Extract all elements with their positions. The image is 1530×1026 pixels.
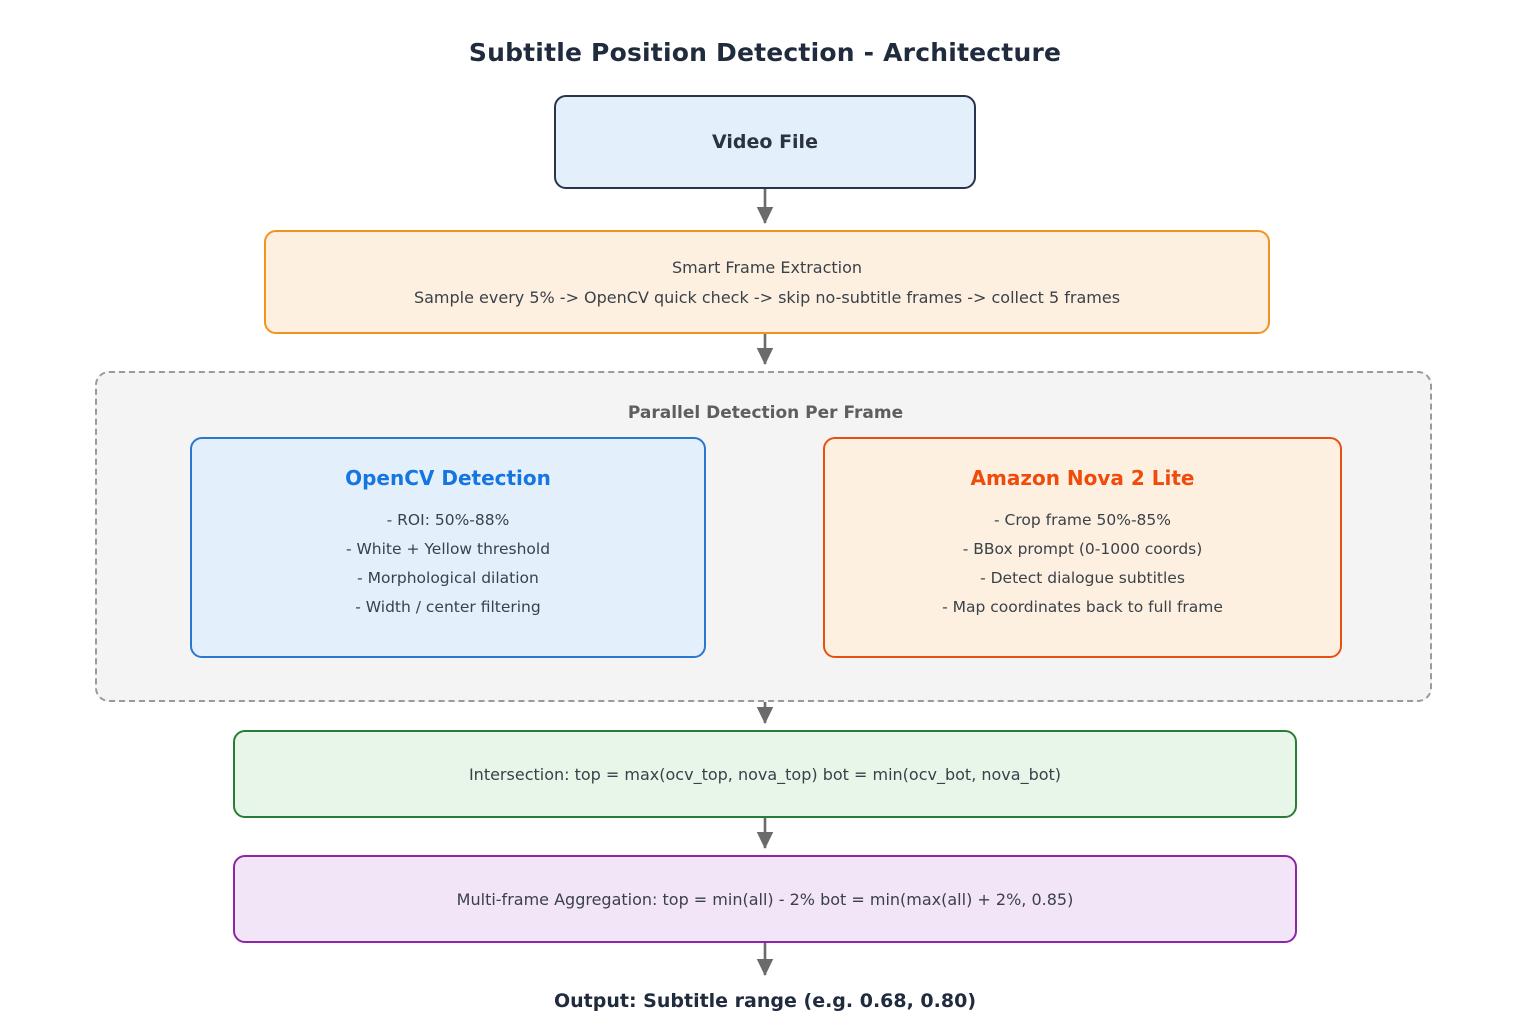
- node-smart-frame-extraction-detail: Sample every 5% -> OpenCV quick check ->…: [413, 287, 1121, 307]
- nova-bullet-2: - BBox prompt (0-1000 coords): [962, 540, 1203, 558]
- node-video-file[interactable]: Video File: [554, 95, 976, 189]
- node-amazon-nova-2-lite[interactable]: Amazon Nova 2 Lite - Crop frame 50%-85% …: [823, 437, 1342, 658]
- diagram-title: Subtitle Position Detection - Architectu…: [468, 38, 1062, 67]
- node-opencv-detection-heading: OpenCV Detection: [345, 466, 551, 490]
- node-smart-frame-extraction-title: Smart Frame Extraction: [671, 257, 863, 277]
- nova-bullet-1: - Crop frame 50%-85%: [993, 511, 1171, 529]
- node-video-file-label: Video File: [712, 131, 818, 153]
- node-intersection-label: Intersection: top = max(ocv_top, nova_to…: [468, 764, 1062, 784]
- nova-bullet-4: - Map coordinates back to full frame: [942, 598, 1223, 616]
- node-output: Output: Subtitle range (e.g. 0.68, 0.80): [554, 990, 976, 1012]
- node-opencv-detection[interactable]: OpenCV Detection - ROI: 50%-88% - White …: [190, 437, 706, 658]
- opencv-bullet-3: - Morphological dilation: [357, 569, 539, 587]
- node-intersection[interactable]: Intersection: top = max(ocv_top, nova_to…: [233, 730, 1297, 818]
- opencv-bullet-2: - White + Yellow threshold: [345, 540, 551, 558]
- node-multi-frame-aggregation[interactable]: Multi-frame Aggregation: top = min(all) …: [233, 855, 1297, 943]
- node-amazon-nova-2-lite-heading: Amazon Nova 2 Lite: [970, 466, 1195, 490]
- node-smart-frame-extraction[interactable]: Smart Frame Extraction Sample every 5% -…: [264, 230, 1270, 334]
- opencv-bullet-1: - ROI: 50%-88%: [386, 511, 510, 529]
- group-parallel-detection-title: Parallel Detection Per Frame: [627, 403, 904, 423]
- nova-bullet-3: - Detect dialogue subtitles: [980, 569, 1185, 587]
- node-multi-frame-aggregation-label: Multi-frame Aggregation: top = min(all) …: [456, 889, 1074, 909]
- opencv-bullet-4: - Width / center filtering: [355, 598, 541, 616]
